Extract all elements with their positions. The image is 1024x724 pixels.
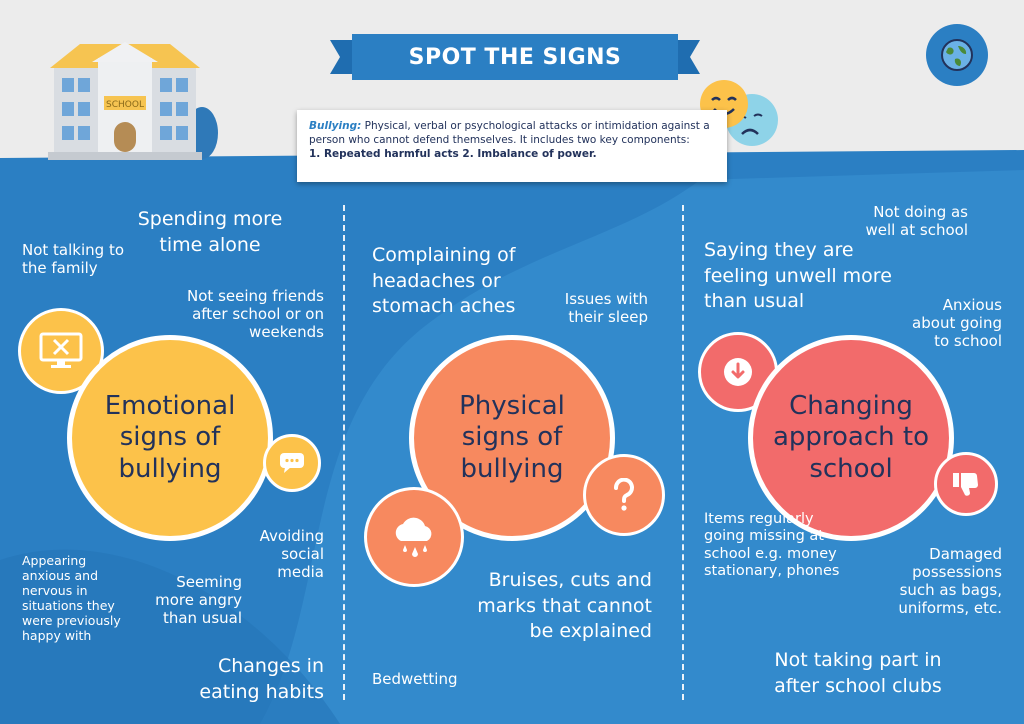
column-divider [343,205,345,700]
definition-box: Bullying: Physical, verbal or psychologi… [297,110,727,182]
sign-not-talking: Not talking to the family [22,241,124,277]
definition-term: Bullying: [309,120,362,132]
emotional-title: Emotional signs of bullying [104,391,236,484]
speech-bubble-icon [280,453,304,473]
column-divider [682,205,684,700]
rain-cloud-badge [364,487,464,587]
thumbs-down-badge [934,452,998,516]
monitor-x-icon [39,332,83,368]
rain-cloud-icon [395,517,432,557]
sign-sleep-issues: Issues with their sleep [564,290,648,326]
school-building-icon: SCHOOL [48,42,218,160]
definition-text: Physical, verbal or psychological attack… [309,120,710,147]
sign-after-school-clubs: Not taking part in after school clubs [774,649,942,697]
sign-bedwetting: Bedwetting [372,670,458,688]
speech-bubble-badge [263,434,321,492]
download-arrow-icon [724,358,752,386]
question-mark-icon [614,478,634,511]
sign-appearing-anxious: Appearing anxious and nervous in situati… [22,553,121,643]
sign-damaged-possessions: Damaged possessions such as bags, unifor… [898,545,1002,617]
question-badge [583,454,665,536]
sign-not-seeing-friends: Not seeing friends after school or on we… [187,287,324,341]
emotional-signs-circle: Emotional signs of bullying [67,335,273,541]
title-ribbon [330,34,700,80]
sign-more-angry: Seeming more angry than usual [155,573,242,627]
thumbs-down-icon [953,473,978,496]
sign-eating-habits: Changes in eating habits [199,655,324,703]
sign-bruises: Bruises, cuts and marks that cannot be e… [477,569,652,643]
school-approach-circle: Changing approach to school [748,335,954,541]
page-title: SPOT THE SIGNS [408,44,622,70]
sign-not-doing-well: Not doing as well at school [865,203,968,239]
sign-avoiding-social-media: Avoiding social media [259,527,324,581]
sign-anxious-school: Anxious about going to school [912,296,1002,350]
school-sign: SCHOOL [106,100,144,110]
definition-components: 1. Repeated harmful acts 2. Imbalance of… [309,148,597,161]
globe-icon [941,39,973,71]
sign-items-missing: Items regularly going missing at school … [704,511,840,580]
mood-faces [700,80,778,146]
sign-feeling-unwell: Saying they are feeling unwell more than… [704,239,892,313]
globe-badge [926,24,988,86]
download-badge [698,332,778,412]
physical-title: Physical signs of bullying [459,391,565,484]
school-title: Changing approach to school [772,391,930,484]
sign-more-time-alone: Spending more time alone [137,208,283,256]
sign-headaches: Complaining of headaches or stomach ache… [372,244,516,318]
